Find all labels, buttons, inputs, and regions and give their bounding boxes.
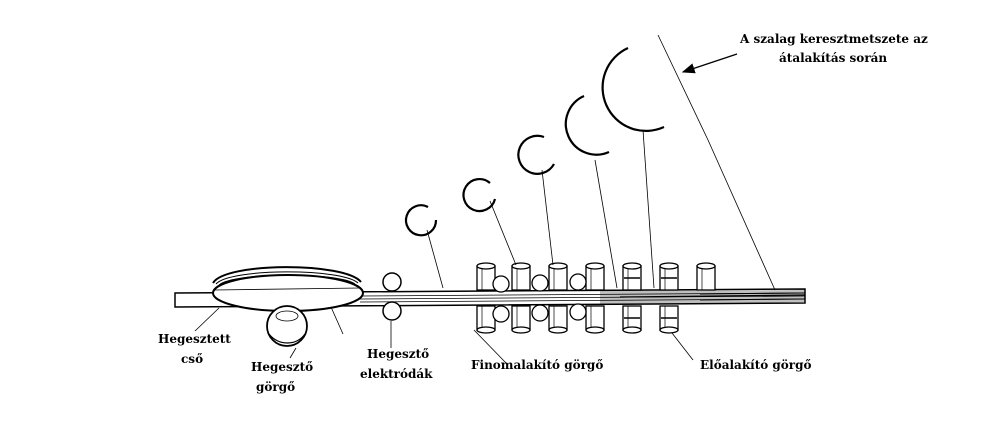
label-welding-electrodes-line1: Hegesztő (367, 347, 429, 361)
label-welding-roll-line1: Hegesztő (251, 360, 313, 374)
label-pre-forming-roll: Előalakító görgő (700, 358, 812, 372)
welding-electrodes (382, 272, 402, 321)
label-cross-section-line2: átalakítás során (779, 51, 887, 65)
label-welded-tube-line2: cső (181, 352, 203, 366)
lower-roll (548, 305, 568, 334)
upper-roll (511, 262, 531, 291)
welding-roll (266, 305, 308, 347)
label-cross-section-line1: A szalag keresztmetszete az (739, 32, 928, 46)
leader-lines (426, 34, 776, 291)
upper-roll (659, 262, 679, 291)
label-pointers (194, 306, 694, 365)
upper-roll (548, 262, 568, 291)
lower-roll (585, 305, 605, 334)
lower-roll (622, 305, 642, 334)
upper-roll (622, 262, 642, 291)
cross-section-arrow (681, 53, 738, 74)
lower-roll (659, 305, 679, 334)
upper-roll (585, 262, 605, 291)
label-fine-forming-roll: Finomalakító görgő (471, 358, 603, 372)
upper-roll (476, 262, 496, 291)
label-welding-electrodes-line2: elektródák (360, 367, 433, 381)
label-welded-tube-line1: Hegesztett (158, 332, 231, 346)
lower-roll (511, 305, 531, 334)
forming-rolls (476, 262, 716, 334)
label-welding-roll-line2: görgő (256, 380, 295, 394)
upper-roll (696, 262, 716, 291)
cross-section-profiles (404, 46, 665, 237)
welding-housing (212, 266, 364, 312)
lower-roll (476, 305, 496, 334)
side-guide-rolls (492, 273, 587, 323)
